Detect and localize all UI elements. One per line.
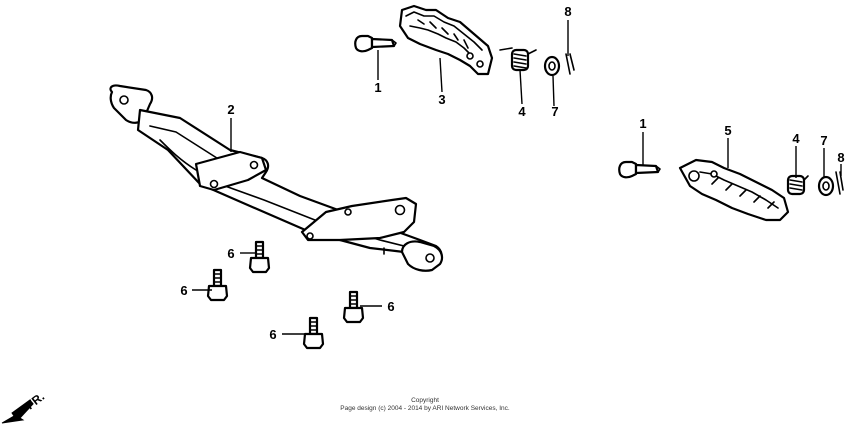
cotter-pin-part-8-top xyxy=(565,53,575,75)
leader-lines xyxy=(192,20,842,335)
callout-3: 3 xyxy=(438,92,445,107)
callout-6-d: 6 xyxy=(269,327,276,342)
callout-1-right: 1 xyxy=(639,116,646,131)
callout-1-top: 1 xyxy=(374,80,381,95)
callout-4-right: 4 xyxy=(792,131,800,146)
callout-8-right: 8 xyxy=(837,150,844,165)
bolt-part-6-d xyxy=(302,316,325,350)
footpeg-part-3 xyxy=(398,4,494,76)
step-bar-part-2 xyxy=(109,84,444,272)
cotter-pin-part-8-right xyxy=(835,171,844,195)
callout-5: 5 xyxy=(724,123,731,138)
callout-2: 2 xyxy=(227,102,234,117)
copyright-notice: Page design (c) 2004 - 2014 by ARI Netwo… xyxy=(340,405,510,412)
bolt-part-6-c xyxy=(342,290,365,324)
callout-6-b: 6 xyxy=(180,283,187,298)
spring-part-4-right xyxy=(786,174,809,196)
callout-8-top: 8 xyxy=(564,4,571,19)
washer-part-7-right xyxy=(817,175,835,197)
callout-6-a: 6 xyxy=(227,246,234,261)
callout-4-top: 4 xyxy=(518,104,526,119)
bolt-part-6-a xyxy=(248,240,271,274)
callouts: 1 3 4 7 8 2 1 5 4 7 8 6 6 6 6 xyxy=(180,4,844,342)
spring-part-4-top xyxy=(499,47,537,72)
pin-part-1-right xyxy=(618,160,661,179)
washer-part-7-top xyxy=(543,55,561,77)
bolt-part-6-b xyxy=(206,268,229,302)
callout-7-right: 7 xyxy=(820,133,827,148)
copyright-title: Copyright xyxy=(411,397,439,404)
pin-part-1-top xyxy=(354,34,397,53)
callout-6-c: 6 xyxy=(387,299,394,314)
footpeg-part-5 xyxy=(678,158,790,222)
front-arrow-icon xyxy=(1,399,34,424)
callout-7-top: 7 xyxy=(551,104,558,119)
